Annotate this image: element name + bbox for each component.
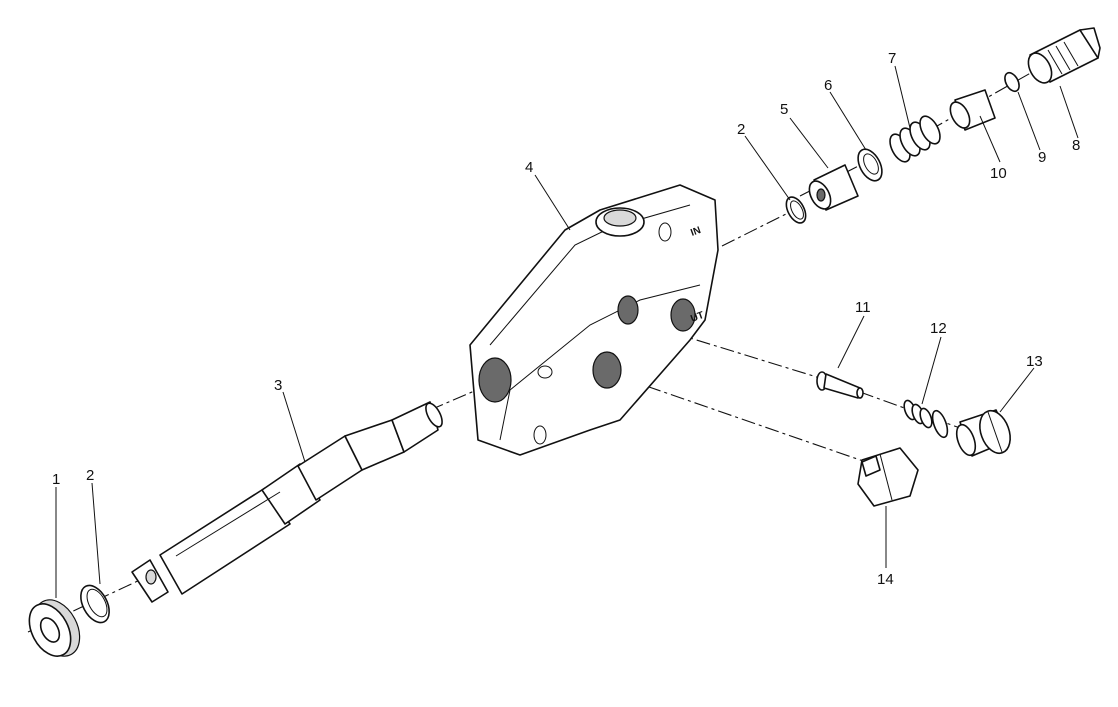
stamp-out: UT <box>689 310 705 325</box>
part-13-slotted-plug <box>955 409 1011 457</box>
callouts: 1 2 3 4 2 5 6 7 10 9 8 11 12 13 14 <box>52 50 1080 588</box>
callout-2-left: 2 <box>86 467 94 484</box>
part-6-washer <box>857 148 883 182</box>
part-8-threaded-plug <box>1027 27 1101 84</box>
callout-1: 1 <box>52 471 60 488</box>
part-14-hex-plug <box>857 447 919 507</box>
part-4-valve-housing: IN UT <box>469 184 719 456</box>
callout-7: 7 <box>888 50 896 67</box>
callout-14: 14 <box>877 571 894 588</box>
callout-10: 10 <box>990 165 1007 182</box>
part-12-spring <box>903 399 949 439</box>
callout-6: 6 <box>824 77 832 94</box>
callout-9: 9 <box>1038 149 1046 166</box>
callout-8: 8 <box>1072 137 1080 154</box>
callout-12: 12 <box>930 320 947 337</box>
callout-11: 11 <box>855 299 871 316</box>
part-2-oring-right <box>785 196 807 224</box>
callout-4: 4 <box>525 159 533 176</box>
part-7-spring <box>889 115 941 163</box>
leader-lines <box>55 65 1079 598</box>
part-2-oring-left <box>80 584 110 624</box>
part-5-valve-seat <box>808 164 859 211</box>
callout-2-right: 2 <box>737 121 745 138</box>
part-9-snap-ring <box>1004 71 1020 93</box>
part-10-sleeve <box>949 89 996 131</box>
callout-13: 13 <box>1026 353 1043 370</box>
callout-5: 5 <box>780 101 788 118</box>
callout-3: 3 <box>274 377 282 394</box>
part-1-washer <box>28 599 81 657</box>
part-3-shaft <box>131 401 443 603</box>
stamp-in: IN <box>689 225 702 239</box>
part-11-pin <box>816 371 864 399</box>
